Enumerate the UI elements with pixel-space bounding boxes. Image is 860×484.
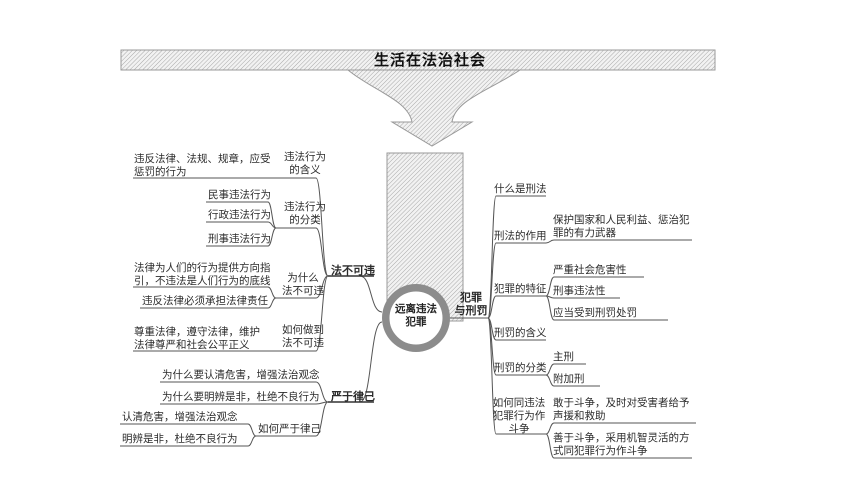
branch-yan-yu-lv-ji: 严于律己 xyxy=(331,390,375,403)
leaf-node: 主刑 xyxy=(553,351,574,363)
branch-fa-bu-ke-wei: 法不可违 xyxy=(331,264,375,277)
group-label: 如何严于律己 xyxy=(258,423,321,435)
group-label: 刑罚的分类 xyxy=(494,362,547,374)
leaf-node: 敢于斗争，及时对受害者给予声援和救助 xyxy=(553,397,690,422)
group-label: 违法行为的含义 xyxy=(284,151,326,176)
leaf-node: 善于斗争，采用机智灵活的方式同犯罪行为作斗争 xyxy=(553,432,690,457)
group-label: 什么是刑法 xyxy=(494,183,547,195)
leaf-node: 刑事违法性 xyxy=(553,285,606,297)
leaf-node: 严重社会危害性 xyxy=(553,264,627,276)
group-label: 为什么要认清危害，增强法治观念 xyxy=(162,369,320,381)
group-label: 如何做到法不可违 xyxy=(282,324,324,349)
group-label: 违法行为的分类 xyxy=(284,201,326,226)
group-label: 刑法的作用 xyxy=(494,230,547,242)
center-node: 远离违法 犯罪 xyxy=(395,303,437,328)
leaf-node: 刑事违法行为 xyxy=(208,233,271,245)
leaf-node: 违反法律、法规、规章，应受惩罚的行为 xyxy=(134,153,271,178)
leaf-node: 行政违法行为 xyxy=(208,209,271,221)
group-label: 犯罪的特征 xyxy=(494,283,547,295)
leaf-node: 认清危害，增强法治观念 xyxy=(122,411,238,423)
leaf-node: 附加刑 xyxy=(553,373,585,385)
leaf-node: 应当受到刑罚处罚 xyxy=(553,307,637,319)
leaf-node: 尊重法律，遵守法律，维护法律尊严和社会公平正义 xyxy=(134,326,260,351)
leaf-node: 法律为人们的行为提供方向指引，不违法是人们行为的底线 xyxy=(134,262,271,287)
leaf-node: 民事违法行为 xyxy=(208,189,271,201)
leaf-node: 保护国家和人民利益、惩治犯罪的有力武器 xyxy=(553,214,690,239)
group-label: 为什么法不可违 xyxy=(282,272,324,297)
leaf-node: 明辨是非，杜绝不良行为 xyxy=(122,433,238,445)
leaf-node: 违反法律必须承担法律责任 xyxy=(142,295,268,307)
group-label: 为什么要明辨是非，杜绝不良行为 xyxy=(162,391,320,403)
group-label: 如何同违法犯罪行为作斗争 xyxy=(492,397,546,435)
funnel-arrow xyxy=(346,69,522,147)
page-title: 生活在法治社会 xyxy=(373,51,486,69)
branch-crime-and-punishment: 犯罪与刑罚 xyxy=(454,291,488,317)
group-label: 刑罚的含义 xyxy=(494,327,547,339)
